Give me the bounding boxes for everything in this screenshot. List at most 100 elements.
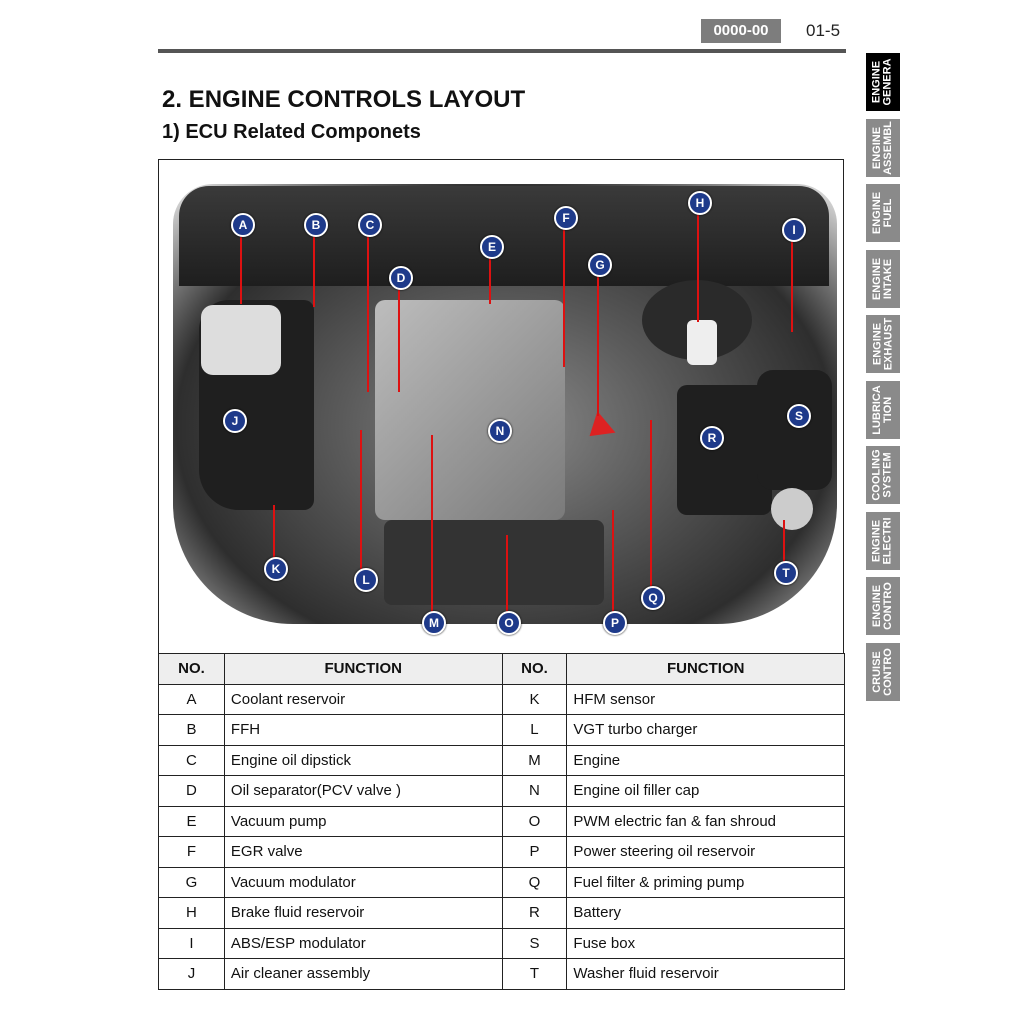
side-tab[interactable]: ENGINE ELECTRI [866,511,900,570]
cell-no: I [158,927,225,959]
fan-shroud-shape [384,520,604,605]
cell-no: O [501,805,568,837]
cell-function: Fuel filter & priming pump [566,866,845,898]
leader-line-a [240,224,242,304]
cell-function: Washer fluid reservoir [566,958,845,990]
cell-function: VGT turbo charger [566,714,845,746]
header-no: NO. [501,653,568,685]
cell-no: J [158,958,225,990]
cell-function: FFH [223,714,503,746]
page-number: 01-5 [806,21,841,40]
side-tab[interactable]: ENGINE FUEL [866,184,900,242]
leader-line-k [273,505,275,567]
leader-line-q [650,420,652,596]
table-header-row: NO. FUNCTION NO. FUNCTION [158,653,845,685]
callout-s: S [787,404,811,428]
callout-h: H [688,191,712,215]
cell-no: R [501,897,568,929]
cell-function: EGR valve [223,836,503,868]
brake-reservoir-shape [687,320,717,365]
side-tab[interactable]: COOLING SYSTEM [866,446,900,504]
engine-bay-figure: A B C D E F G H I J K L M N O P Q R S T [158,159,844,653]
callout-c: C [358,213,382,237]
leader-line-m [431,435,433,621]
header-function: FUNCTION [223,653,503,685]
cell-no: K [501,683,568,715]
side-tab-label: ENGINE FUEL [871,191,894,235]
header-no: NO. [158,653,225,685]
cell-no: Q [501,866,568,898]
leader-line-g [597,264,599,416]
cell-function: Air cleaner assembly [223,958,503,990]
cell-no: M [501,744,568,776]
callout-e: E [480,235,504,259]
cell-function: Power steering oil reservoir [566,836,845,868]
cell-function: Oil separator(PCV valve ) [223,775,503,807]
callout-m: M [422,611,446,635]
cell-no: E [158,805,225,837]
side-tab-label: CRUISE CONTRO [871,647,895,696]
cell-function: Fuse box [566,927,845,959]
callout-f: F [554,206,578,230]
callout-j: J [223,409,247,433]
cell-function: HFM sensor [566,683,845,715]
callout-k: K [264,557,288,581]
callout-g: G [588,253,612,277]
side-tab[interactable]: LUBRICA TION [866,380,900,439]
cell-no: A [158,683,225,715]
cell-function: Engine [566,744,845,776]
cell-no: P [501,836,568,868]
side-tab-label: ENGINE ELECTRI [871,516,894,565]
washer-reservoir-shape [771,488,813,530]
callout-r: R [700,426,724,450]
header-function: FUNCTION [566,653,845,685]
side-tab-label: ENGINE ASSEMBL [871,120,894,175]
cell-no: C [158,744,225,776]
cell-function: Battery [566,897,845,929]
side-tab[interactable]: ENGINE EXHAUST [866,315,900,373]
cell-function: Brake fluid reservoir [223,897,503,929]
side-tab-label: ENGINE CONTRO [871,582,895,630]
page-title: 2. ENGINE CONTROLS LAYOUT [162,86,526,113]
side-tab[interactable]: ENGINE GENERA [866,53,900,111]
leader-line-t [783,520,785,572]
cell-function: Engine oil filler cap [566,775,845,807]
cell-no: B [158,714,225,746]
leader-line-o [506,535,508,621]
side-tab[interactable]: ENGINE CONTRO [866,577,900,635]
leader-line-p [612,510,614,621]
cell-no: F [158,836,225,868]
cell-function: PWM electric fan & fan shroud [566,805,845,837]
leader-line-f [563,217,565,367]
side-tab[interactable]: CRUISE CONTRO [866,642,900,701]
callout-i: I [782,218,806,242]
callout-p: P [603,611,627,635]
cell-no: L [501,714,568,746]
callout-q: Q [641,586,665,610]
callout-d: D [389,266,413,290]
callout-a: A [231,213,255,237]
engine-shape [375,300,565,520]
leader-line-l [360,430,362,578]
callout-t: T [774,561,798,585]
leader-line-i [791,229,793,332]
cell-function: Vacuum pump [223,805,503,837]
cell-no: T [501,958,568,990]
document-code-badge: 0000-00 [701,19,781,43]
side-tab[interactable]: ENGINE INTAKE [866,249,900,308]
cowl-area [179,186,829,286]
cell-function: ABS/ESP modulator [223,927,503,959]
side-tab[interactable]: ENGINE ASSEMBL [866,118,900,177]
cell-function: Coolant reservoir [223,683,503,715]
cell-function: Vacuum modulator [223,866,503,898]
leader-line-e [489,246,491,304]
header-rule [158,49,846,53]
callout-o: O [497,611,521,635]
callout-b: B [304,213,328,237]
coolant-reservoir-shape [201,305,281,375]
battery-shape [677,385,772,515]
cell-function: Engine oil dipstick [223,744,503,776]
cell-no: D [158,775,225,807]
